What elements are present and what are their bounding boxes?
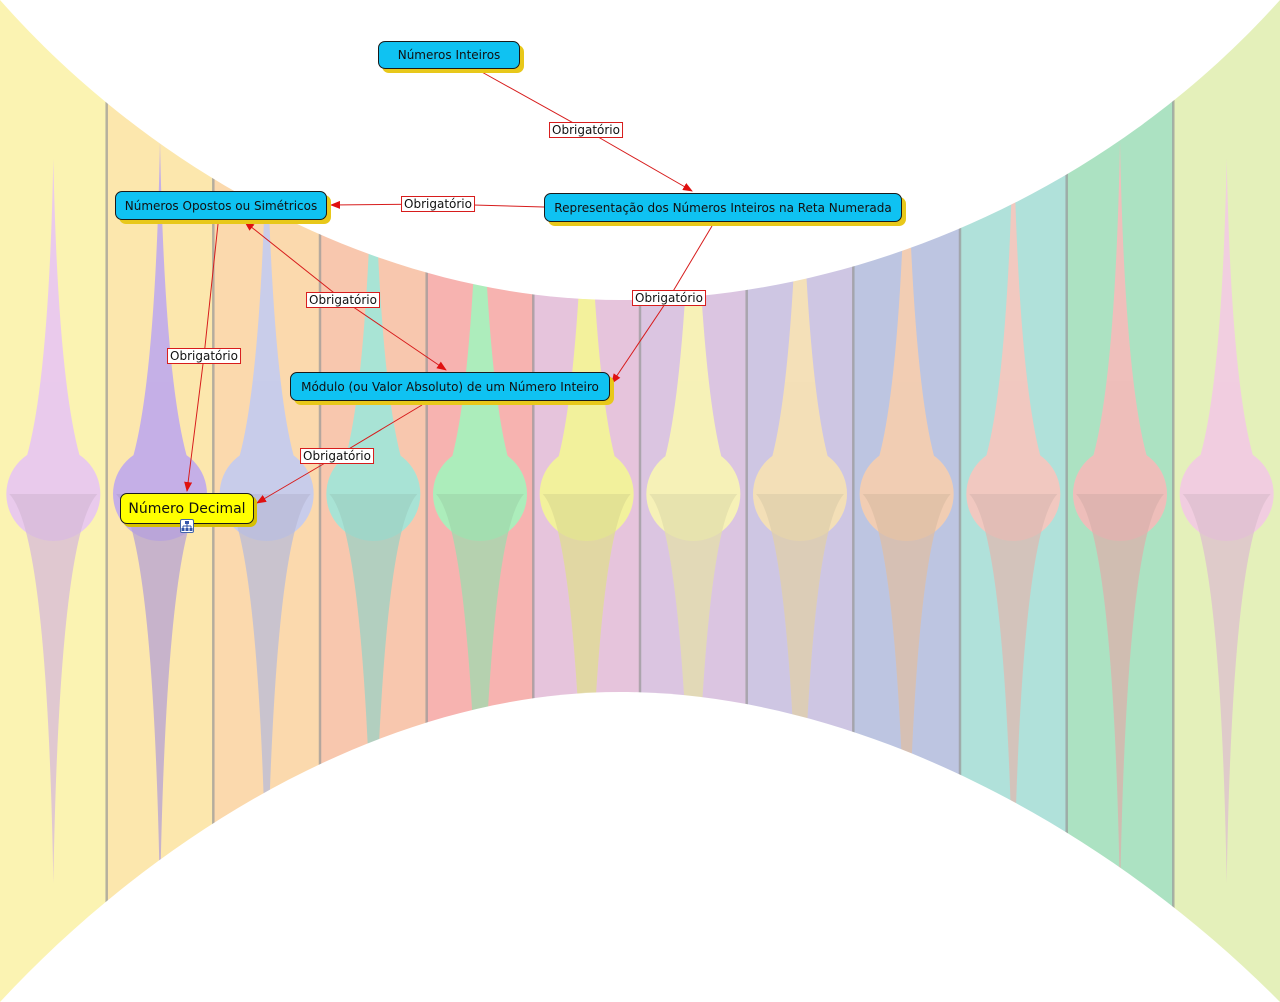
link-label-inteiros-representacao[interactable]: Obrigatório bbox=[549, 122, 623, 138]
flame-decoration bbox=[859, 105, 954, 937]
link-label-opostos-decimal[interactable]: Obrigatório bbox=[167, 348, 241, 364]
node-numeros-inteiros[interactable]: Números Inteiros bbox=[378, 41, 520, 69]
flame-decoration bbox=[966, 123, 1061, 919]
node-modulo-valor-absoluto[interactable]: Módulo (ou Valor Absoluto) de um Número … bbox=[290, 372, 610, 401]
node-numeros-opostos[interactable]: Números Opostos ou Simétricos bbox=[115, 191, 327, 220]
node-representacao-reta-numerada[interactable]: Representação dos Números Inteiros na Re… bbox=[544, 193, 902, 222]
link-label-representacao-modulo[interactable]: Obrigatório bbox=[632, 290, 706, 306]
flame-decoration bbox=[6, 159, 101, 883]
bottom-curve bbox=[0, 692, 1280, 1002]
concept-map-icon[interactable] bbox=[180, 519, 194, 533]
flame-decoration bbox=[1073, 141, 1167, 901]
link-label-opostos-modulo[interactable]: Obrigatório bbox=[306, 292, 380, 308]
link-label-modulo-decimal[interactable]: Obrigatório bbox=[300, 448, 374, 464]
link-label-representacao-opostos[interactable]: Obrigatório bbox=[401, 196, 475, 212]
flame-decoration bbox=[1179, 159, 1274, 883]
